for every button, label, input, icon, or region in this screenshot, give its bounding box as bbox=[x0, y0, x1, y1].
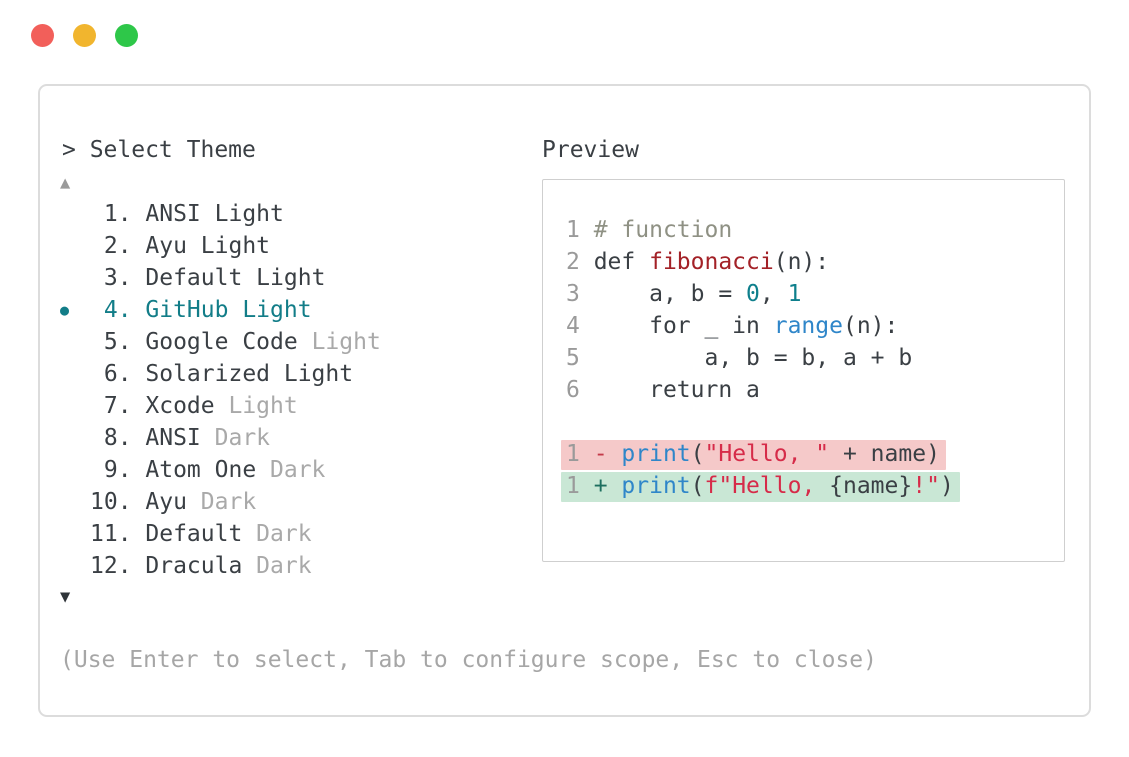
theme-list: 1. ANSI Light 2. Ayu Light 3. Default Li… bbox=[58, 198, 528, 582]
theme-list-item-ansi-dark[interactable]: 8. ANSI Dark bbox=[58, 422, 528, 454]
theme-list-item-ayu-light[interactable]: 2. Ayu Light bbox=[58, 230, 528, 262]
maximize-button[interactable] bbox=[115, 24, 138, 47]
help-text: (Use Enter to select, Tab to configure s… bbox=[60, 647, 877, 673]
code-line-content: 1 + print(f"Hello, {name}!") bbox=[561, 472, 960, 502]
preview-box: 1 # function 2 def fibonacci(n): 3 a, b = … bbox=[542, 179, 1065, 562]
prompt-select-theme: > Select Theme bbox=[62, 137, 256, 163]
theme-list-item-google-code-light[interactable]: 5. Google Code Light bbox=[58, 326, 528, 358]
theme-list-item-default-dark[interactable]: 11. Default Dark bbox=[58, 518, 528, 550]
code-line-content: 1 # function bbox=[566, 217, 733, 243]
theme-item-label: 3. Default Light bbox=[90, 265, 326, 291]
theme-list-item-ayu-dark[interactable]: 10. Ayu Dark bbox=[58, 486, 528, 518]
theme-list-item-ansi-light[interactable]: 1. ANSI Light bbox=[58, 198, 528, 230]
window-controls bbox=[31, 24, 138, 47]
diff-line-added: 1 + print(f"Hello, {name}!") bbox=[561, 471, 1051, 503]
code-line-content: 5 a, b = b, a + b bbox=[566, 345, 913, 371]
line-number: 3 bbox=[566, 281, 594, 307]
code-line: 6 return a bbox=[561, 375, 1051, 407]
theme-item-label: 7. Xcode Light bbox=[90, 393, 298, 419]
theme-item-label: 5. Google Code Light bbox=[90, 329, 381, 355]
scroll-down-icon[interactable]: ▼ bbox=[60, 587, 71, 607]
preview-label: Preview bbox=[542, 137, 639, 163]
selected-bullet-icon: ● bbox=[60, 301, 70, 319]
code-line: 5 a, b = b, a + b bbox=[561, 343, 1051, 375]
code-line-content: 1 - print("Hello, " + name) bbox=[561, 440, 946, 470]
theme-item-label: 10. Ayu Dark bbox=[90, 489, 257, 515]
theme-list-item-github-light[interactable]: ● 4. GitHub Light bbox=[58, 294, 528, 326]
diff-line-removed: 1 - print("Hello, " + name) bbox=[561, 439, 1051, 471]
code-line-content bbox=[561, 423, 572, 424]
theme-picker-panel: > Select Theme Preview ▲ 1. ANSI Light 2… bbox=[38, 84, 1091, 717]
theme-item-label: 1. ANSI Light bbox=[90, 201, 284, 227]
theme-list-item-default-light[interactable]: 3. Default Light bbox=[58, 262, 528, 294]
theme-list-item-solarized-light[interactable]: 6. Solarized Light bbox=[58, 358, 528, 390]
line-number: 2 bbox=[566, 249, 594, 275]
code-line-content: 4 for _ in range(n): bbox=[566, 313, 899, 339]
scroll-up-icon[interactable]: ▲ bbox=[60, 173, 71, 193]
code-line-content: 3 a, b = 0, 1 bbox=[566, 281, 802, 307]
code-line-content: 6 return a bbox=[566, 377, 760, 403]
theme-item-label: 6. Solarized Light bbox=[90, 361, 354, 387]
line-number: 1 bbox=[566, 473, 594, 499]
code-line: 1 # function bbox=[561, 215, 1051, 247]
theme-list-item-xcode-light[interactable]: 7. Xcode Light bbox=[58, 390, 528, 422]
code-preview: 1 # function 2 def fibonacci(n): 3 a, b = … bbox=[561, 215, 1051, 503]
line-number: 1 bbox=[566, 441, 594, 467]
theme-list-item-atom-one-dark[interactable]: 9. Atom One Dark bbox=[58, 454, 528, 486]
line-number: 4 bbox=[566, 313, 594, 339]
minimize-button[interactable] bbox=[73, 24, 96, 47]
theme-list-item-dracula-dark[interactable]: 12. Dracula Dark bbox=[58, 550, 528, 582]
code-line: 3 a, b = 0, 1 bbox=[561, 279, 1051, 311]
theme-item-label: 11. Default Dark bbox=[90, 521, 312, 547]
code-line: 4 for _ in range(n): bbox=[561, 311, 1051, 343]
theme-item-label: 9. Atom One Dark bbox=[90, 457, 326, 483]
code-line: 2 def fibonacci(n): bbox=[561, 247, 1051, 279]
line-number: 5 bbox=[566, 345, 594, 371]
close-button[interactable] bbox=[31, 24, 54, 47]
code-line-content: 2 def fibonacci(n): bbox=[566, 249, 830, 275]
code-line-blank bbox=[561, 407, 1051, 439]
line-number: 6 bbox=[566, 377, 594, 403]
theme-item-label: 2. Ayu Light bbox=[90, 233, 271, 259]
line-number: 1 bbox=[566, 217, 594, 243]
theme-item-label: 8. ANSI Dark bbox=[90, 425, 271, 451]
theme-item-label: 12. Dracula Dark bbox=[90, 553, 312, 579]
theme-item-label: 4. GitHub Light bbox=[90, 297, 312, 323]
